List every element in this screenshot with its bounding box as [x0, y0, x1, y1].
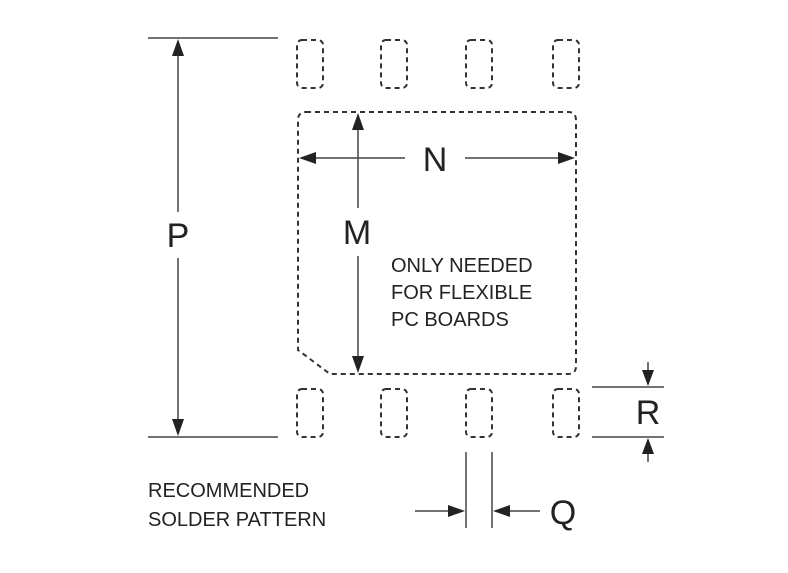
bottom-pads	[296, 388, 580, 438]
r-label: R	[636, 394, 661, 432]
note-line-2: FOR FLEXIBLE	[391, 282, 532, 304]
bottom-pad-4	[552, 388, 580, 438]
dimension-m: M	[343, 113, 371, 373]
q-arrow-left	[493, 505, 510, 517]
top-pad-2	[380, 39, 408, 89]
n-arrow-left	[299, 152, 316, 164]
top-pad-1	[296, 39, 324, 89]
top-pads	[296, 39, 580, 89]
note-line-1: ONLY NEEDED	[391, 255, 533, 277]
dimension-p: P	[148, 37, 278, 438]
p-label: P	[167, 217, 190, 255]
bottom-pad-1	[296, 388, 324, 438]
p-arrow-down	[172, 419, 184, 436]
p-arrow-up	[172, 39, 184, 56]
caption-line-2: SOLDER PATTERN	[148, 509, 326, 531]
m-label: M	[343, 214, 371, 252]
dimension-r: R	[592, 362, 664, 462]
r-arrow-down	[642, 370, 654, 386]
center-pad	[297, 111, 577, 375]
m-arrow-down	[352, 356, 364, 373]
flex-board-note: ONLY NEEDED FOR FLEXIBLE PC BOARDS	[391, 255, 533, 331]
n-arrow-right	[558, 152, 575, 164]
caption: RECOMMENDED SOLDER PATTERN	[148, 480, 326, 531]
note-line-3: PC BOARDS	[391, 309, 509, 331]
q-arrow-right	[448, 505, 465, 517]
m-arrow-up	[352, 113, 364, 130]
caption-line-1: RECOMMENDED	[148, 480, 309, 502]
r-arrow-up	[642, 438, 654, 454]
n-label: N	[423, 141, 448, 179]
top-pad-4	[552, 39, 580, 89]
bottom-pad-3	[465, 388, 493, 438]
bottom-pad-2	[380, 388, 408, 438]
q-label: Q	[550, 494, 576, 532]
dimension-q: Q	[415, 452, 576, 532]
top-pad-3	[465, 39, 493, 89]
dimension-n: N	[299, 141, 575, 179]
